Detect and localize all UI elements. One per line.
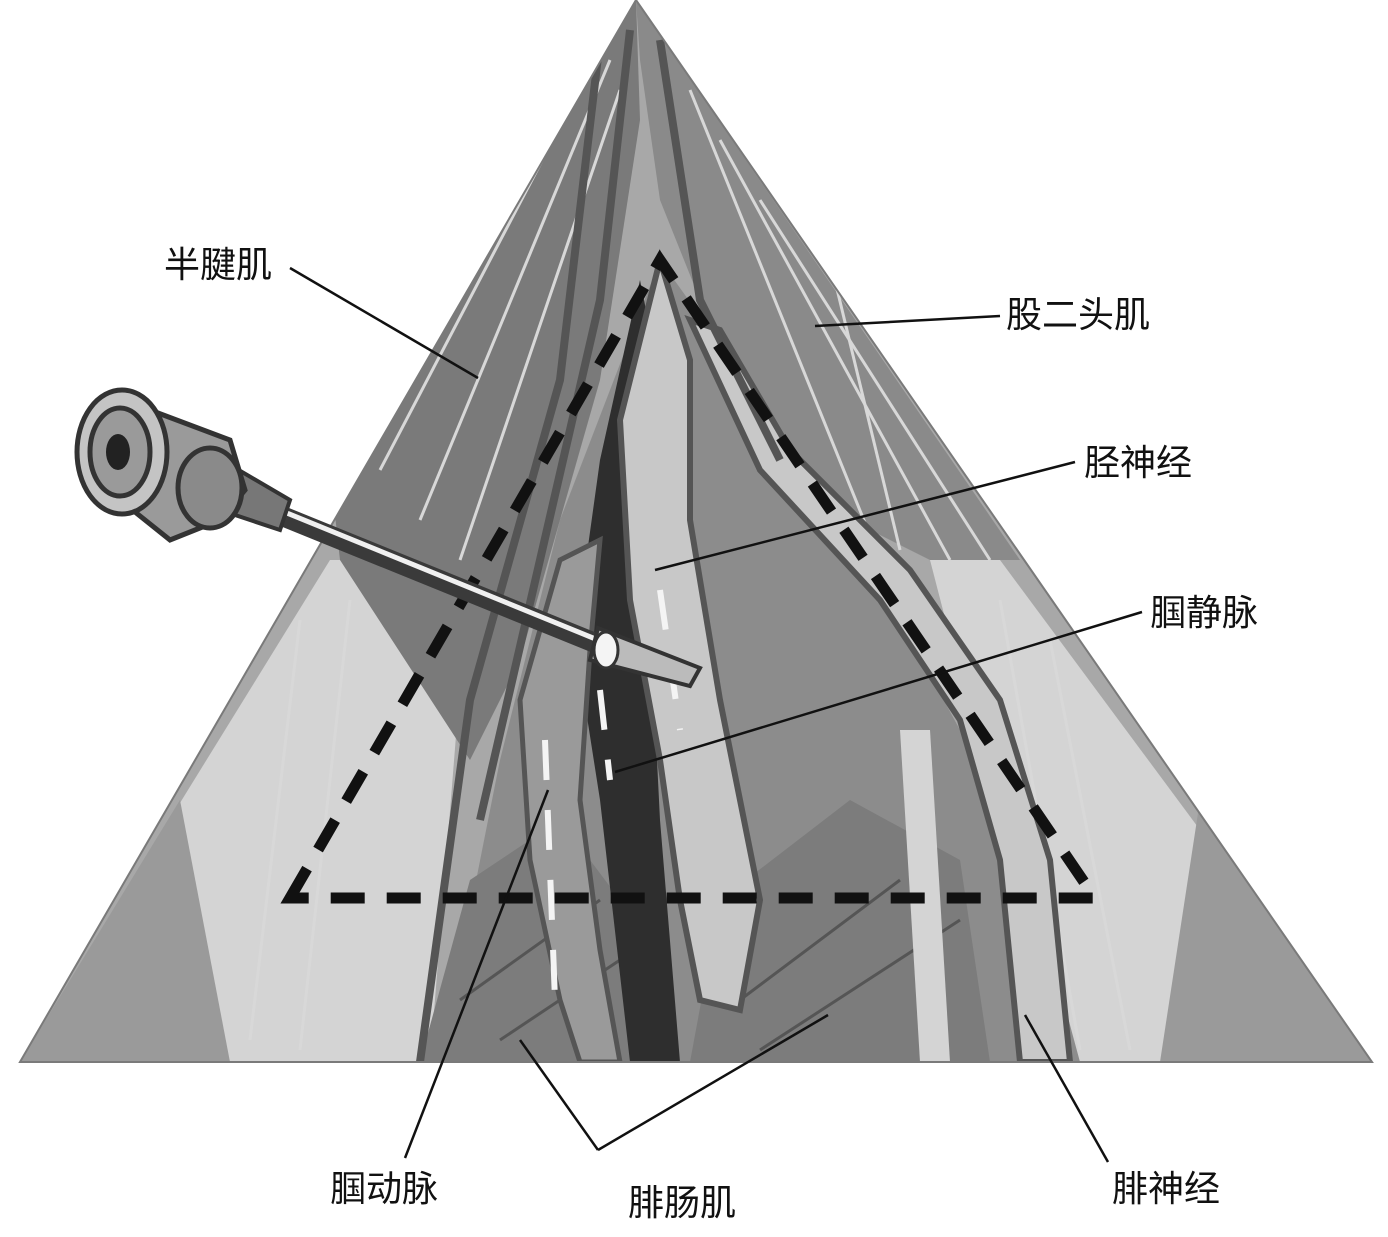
leader-popliteal-artery [403,789,550,1159]
needle-icon [587,625,703,689]
leader-gastrocnemius-lateral [597,1013,829,1152]
label-biceps-femoris: 股二头肌 [1006,295,1151,336]
label-peroneal-nerve: 腓神经 [1112,1169,1221,1210]
tibial-nerve [616,248,764,1014]
ultrasound-probe-icon [74,387,703,689]
leader-lines [289,266,1143,1163]
left-edge-band [20,800,230,1062]
label-semitendinosus: 半腱肌 [164,245,273,286]
right-edge-band [1160,800,1372,1062]
leader-popliteal-vein [614,610,1143,774]
label-popliteal-artery: 腘动脉 [330,1169,439,1210]
leader-tibial-nerve [654,460,1076,572]
leader-biceps-femoris [814,314,1001,328]
leader-semitendinosus [289,266,479,380]
structure-outlines [416,29,784,1062]
fossa-dashed-boundary [280,249,1106,904]
lateral-strip [900,730,950,1062]
label-popliteal-vein: 腘静脉 [1150,593,1259,634]
leader-peroneal-nerve [1023,1014,1110,1163]
popliteal-artery [517,535,623,1062]
label-gastrocnemius: 腓肠肌 [628,1183,737,1224]
leader-gastrocnemius-medial [518,1039,600,1151]
label-tibial-nerve: 胫神经 [1084,443,1193,484]
